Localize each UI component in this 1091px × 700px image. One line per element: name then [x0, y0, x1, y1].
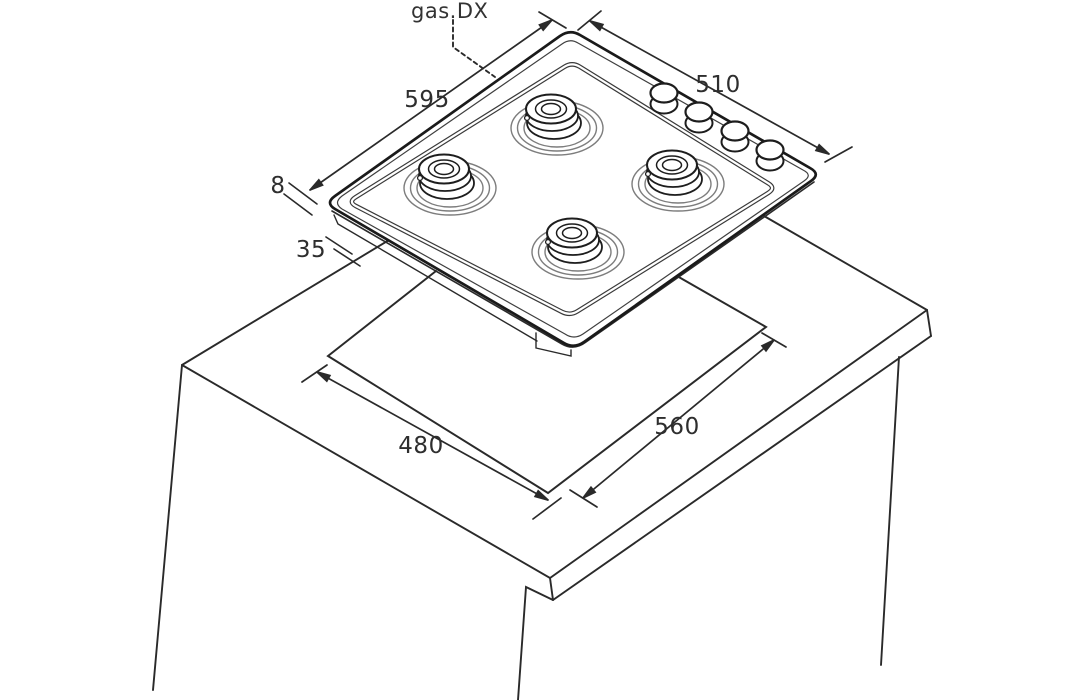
cutout-depth-label: 560 [654, 414, 699, 440]
ignition-plug-icon [416, 174, 424, 182]
gas-connection-label: gas.DX [411, 0, 488, 23]
knob-3 [720, 120, 750, 153]
ignition-plug-icon [544, 238, 552, 246]
dimension-cutout-depth-560 [569, 332, 787, 508]
knob-4 [755, 139, 785, 172]
arrowhead-icon [538, 19, 553, 32]
hob-under-box-tab [535, 332, 572, 357]
worktop-front-corner-edge [549, 577, 554, 601]
gas-hob [328, 30, 818, 357]
burner-right [631, 149, 725, 212]
rim-height-label: 8 [270, 173, 285, 199]
cabinet-left-edge [152, 364, 183, 691]
hob-inner-panel [349, 62, 775, 317]
burner-back [510, 93, 604, 156]
burner-left [403, 153, 497, 216]
under-depth-label: 35 [296, 237, 326, 263]
worktop-back-left-edge [181, 239, 390, 366]
gas-leader-line [452, 19, 496, 78]
hob-depth-label: 510 [695, 72, 740, 98]
dimension-hob-depth-510 [577, 10, 853, 163]
dimension-hob-width-595 [309, 11, 567, 191]
dimension-cutout-width-480 [301, 364, 562, 520]
arrowhead-icon [760, 339, 775, 353]
cabinet-front-corner-edge [517, 585, 554, 700]
arrowhead-icon [589, 20, 605, 32]
control-knobs [649, 82, 785, 172]
dimension-under-depth-35 [325, 236, 361, 267]
hob-width-label: 595 [404, 87, 449, 113]
arrowhead-icon [582, 485, 597, 499]
cutout-width-label: 480 [398, 433, 443, 459]
worktop-cabinet [152, 215, 932, 700]
hob-outline [328, 30, 818, 348]
knob-1 [649, 82, 679, 115]
gas-connection-callout [452, 19, 496, 78]
arrowhead-icon [309, 178, 324, 191]
cabinet-right-edge [880, 356, 900, 666]
hob-under-box-edge [333, 214, 538, 342]
arrowhead-icon [316, 371, 332, 383]
arrowhead-icon [533, 489, 549, 501]
ignition-plug-icon [644, 170, 652, 178]
burner-front [531, 217, 625, 280]
worktop-front-edges [181, 309, 928, 580]
dimension-rim-height-8 [283, 182, 318, 216]
knob-2 [684, 101, 714, 134]
arrowhead-icon [814, 143, 830, 155]
worktop-cutout-outline [326, 270, 768, 495]
worktop-back-right-edge [763, 215, 928, 311]
ignition-plug-icon [523, 114, 531, 122]
worktop-thickness-edge [552, 335, 932, 601]
hob-rim-line [336, 40, 809, 338]
worktop-right-corner-edge [926, 309, 932, 337]
